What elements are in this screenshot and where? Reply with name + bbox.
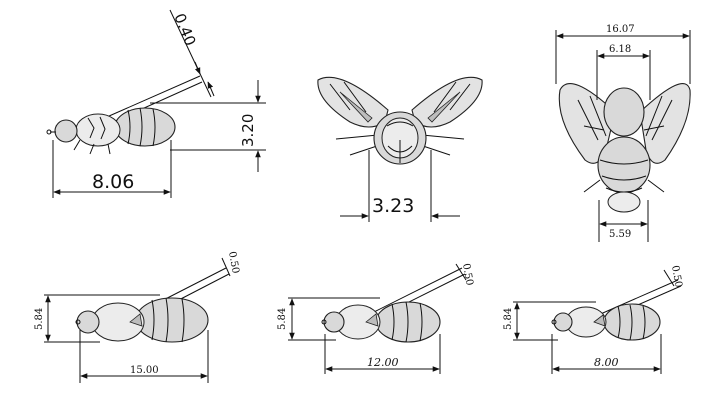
- top-view-fly: [558, 83, 691, 213]
- small-view-2: 0.50 5.84 12.00: [277, 263, 475, 374]
- body-width-label: 6.18: [609, 44, 631, 55]
- wing-thickness-leader: [169, 9, 212, 98]
- wing-thickness-label: 0.40: [170, 11, 199, 49]
- small-view-3: 0.50 5.84 8.00: [503, 265, 684, 374]
- small-1-length-label: 15.00: [130, 365, 159, 376]
- front-view-fly: [317, 76, 483, 165]
- wingspan-label: 16.07: [606, 24, 635, 35]
- small-2-height-label: 5.84: [277, 308, 288, 330]
- front-view: 3.23: [317, 76, 483, 222]
- small-view-3-fly: [551, 279, 682, 341]
- height-label: 3.20: [239, 114, 257, 147]
- small-view-1-fly: [75, 267, 230, 343]
- small-view-1: 0.50 5.84 15.00: [34, 251, 241, 383]
- top-view: 16.07 6.18 5.59: [555, 24, 691, 242]
- small-2-pin-label: 0.50: [460, 263, 475, 287]
- small-1-height-label: 5.84: [34, 308, 45, 330]
- small-1-pin-label: 0.50: [226, 251, 241, 275]
- length-label: 8.06: [92, 171, 134, 193]
- small-3-length-label: 8.00: [594, 356, 619, 369]
- tail-width-label: 5.59: [609, 229, 631, 240]
- small-3-pin-label: 0.50: [669, 265, 684, 289]
- small-2-length-label: 12.00: [367, 356, 399, 369]
- side-view: 0.40 3.20 8.06: [46, 9, 266, 198]
- side-view-fly: [46, 75, 203, 155]
- front-width-label: 3.23: [372, 195, 414, 217]
- small-view-2-fly: [321, 267, 466, 343]
- small-3-height-label: 5.84: [503, 308, 514, 330]
